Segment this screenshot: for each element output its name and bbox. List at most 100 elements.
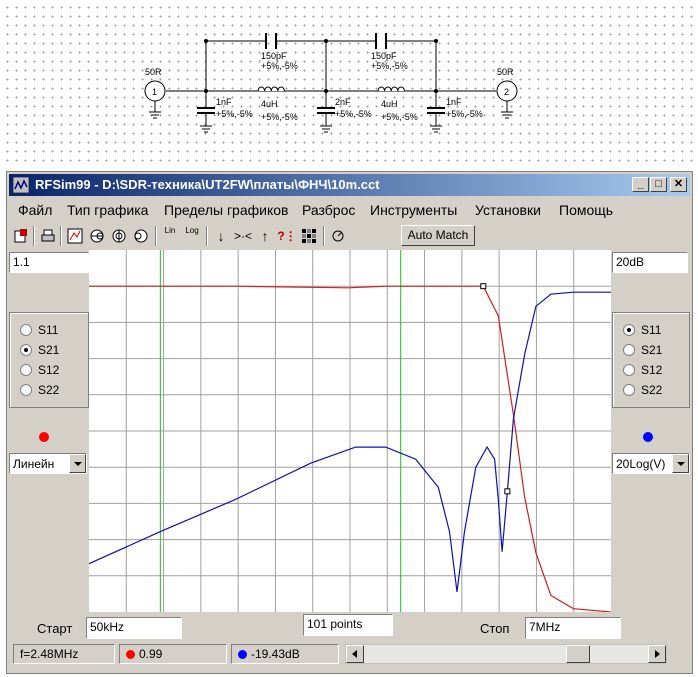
right-trace-color-dot bbox=[643, 432, 653, 442]
chevron-down-icon[interactable] bbox=[69, 454, 86, 473]
toolbar-separator bbox=[60, 226, 62, 246]
admittance-chart-icon[interactable] bbox=[131, 226, 151, 246]
menu-tools[interactable]: Инструменты bbox=[370, 202, 458, 218]
radio-icon bbox=[623, 384, 635, 396]
radio-icon bbox=[20, 384, 32, 396]
right-scale-mode-select[interactable]: 20Log(V) bbox=[612, 453, 690, 474]
radio-label: S12 bbox=[38, 363, 60, 377]
maximize-button[interactable]: □ bbox=[650, 177, 667, 192]
log-label: Log bbox=[185, 226, 199, 235]
zoom-in-icon[interactable]: >·< bbox=[233, 229, 252, 243]
c2-tol: +5%,-5% bbox=[335, 109, 372, 119]
c1-value: 1nF bbox=[216, 97, 232, 107]
right-readout-value: -19.43dB bbox=[251, 647, 300, 661]
toolbar-separator bbox=[155, 226, 157, 246]
frequency-markers bbox=[159, 250, 402, 612]
trace-marker-square bbox=[504, 488, 511, 495]
tuning-icon[interactable] bbox=[328, 226, 348, 246]
frequency-scrollbar[interactable] bbox=[345, 644, 667, 664]
cs2-value: 150pF bbox=[371, 51, 397, 61]
port2-label: 50R bbox=[497, 67, 514, 77]
left-radio-s22[interactable]: S22 bbox=[20, 383, 59, 401]
points-input[interactable]: 101 points bbox=[303, 614, 393, 636]
minimize-button[interactable]: _ bbox=[632, 177, 649, 192]
l1-value: 4uH bbox=[261, 99, 278, 109]
cs1-value: 150pF bbox=[261, 51, 287, 61]
response-chart[interactable] bbox=[89, 250, 611, 612]
left-scale-field[interactable]: 1.1 bbox=[9, 252, 89, 273]
scroll-right-arrow-icon[interactable] bbox=[648, 645, 666, 663]
menu-chart-limits[interactable]: Пределы графиков bbox=[164, 202, 289, 218]
stop-frequency-input[interactable]: 7MHz bbox=[525, 617, 621, 639]
arrow-up-icon[interactable]: ↑ bbox=[261, 228, 269, 244]
port2-number: 2 bbox=[504, 87, 509, 97]
radio-label: S12 bbox=[641, 363, 663, 377]
toolbar-separator bbox=[323, 226, 325, 246]
menu-help[interactable]: Помощь bbox=[559, 202, 614, 218]
schematic-canvas[interactable]: 50R 1 50R 2 150pF +5%,-5% 150pF +5%,-5% … bbox=[0, 0, 698, 168]
blue-dot-icon bbox=[238, 650, 247, 659]
close-button[interactable]: ✕ bbox=[670, 177, 687, 192]
chart-grid bbox=[89, 250, 611, 612]
rfsim-window: RFSim99 - D:\SDR-техника\UT2FW\платы\ФНЧ… bbox=[6, 171, 693, 674]
app-icon[interactable] bbox=[13, 177, 29, 193]
log-scale-button[interactable]: Log bbox=[182, 226, 202, 246]
left-radio-s11[interactable]: S11 bbox=[20, 323, 58, 341]
left-trace-color-dot bbox=[39, 432, 49, 442]
left-scale-mode-select[interactable]: Линейн bbox=[9, 453, 87, 474]
right-radio-s22[interactable]: S22 bbox=[623, 383, 662, 401]
chart-traces bbox=[89, 283, 611, 612]
c2-value: 2nF bbox=[335, 97, 351, 107]
left-scale-mode-value: Линейн bbox=[13, 457, 55, 471]
left-readout-value: 0.99 bbox=[139, 647, 163, 661]
smith-chart-icon[interactable] bbox=[87, 226, 107, 246]
help-context-icon[interactable]: ?⋮ bbox=[277, 229, 297, 243]
start-label: Старт bbox=[37, 621, 73, 636]
radio-label: S21 bbox=[641, 343, 663, 357]
arrow-down-icon[interactable]: ↓ bbox=[217, 228, 225, 244]
port1-number: 1 bbox=[152, 87, 157, 97]
cs1-tol: +5%,-5% bbox=[261, 61, 298, 71]
status-frequency: f=2.48MHz bbox=[13, 644, 115, 664]
toolbar: Lin Log ↓ >·< ↑ ?⋮ Auto Match bbox=[9, 223, 690, 249]
rect-chart-icon[interactable] bbox=[65, 226, 85, 246]
menu-chart-type[interactable]: Тип графика bbox=[67, 202, 149, 218]
open-icon[interactable] bbox=[11, 226, 31, 246]
status-left-readout: 0.99 bbox=[119, 644, 227, 664]
component-grid-icon[interactable] bbox=[299, 226, 319, 246]
right-radio-s11[interactable]: S11 bbox=[623, 323, 661, 341]
menu-settings[interactable]: Установки bbox=[475, 202, 541, 218]
linear-scale-button[interactable]: Lin bbox=[160, 226, 180, 246]
stop-label: Стоп bbox=[480, 621, 510, 636]
toolbar-separator bbox=[206, 226, 208, 246]
radio-label: S22 bbox=[38, 383, 60, 397]
left-radio-s21[interactable]: S21 bbox=[20, 343, 59, 361]
radio-icon bbox=[623, 344, 635, 356]
trace-marker-square bbox=[480, 283, 487, 290]
right-radio-s21[interactable]: S21 bbox=[623, 343, 662, 361]
start-frequency-input[interactable]: 50kHz bbox=[86, 617, 182, 639]
menu-file[interactable]: Файл bbox=[18, 202, 53, 218]
scroll-thumb[interactable] bbox=[566, 645, 590, 663]
radio-label: S22 bbox=[641, 383, 663, 397]
polar-chart-icon[interactable] bbox=[109, 226, 129, 246]
title-bar[interactable]: RFSim99 - D:\SDR-техника\UT2FW\платы\ФНЧ… bbox=[9, 174, 690, 196]
print-icon[interactable] bbox=[38, 226, 58, 246]
radio-label: S11 bbox=[641, 323, 662, 337]
lin-label: Lin bbox=[164, 226, 176, 235]
radio-icon bbox=[20, 364, 32, 376]
right-radio-s12[interactable]: S12 bbox=[623, 363, 662, 381]
port1-label: 50R bbox=[145, 67, 162, 77]
right-scale-field[interactable]: 20dB bbox=[612, 252, 688, 273]
left-radio-s12[interactable]: S12 bbox=[20, 363, 59, 381]
c1-tol: +5%,-5% bbox=[216, 109, 253, 119]
auto-match-button[interactable]: Auto Match bbox=[401, 225, 475, 246]
scroll-left-arrow-icon[interactable] bbox=[346, 645, 364, 663]
chevron-down-icon[interactable] bbox=[672, 454, 689, 473]
status-bar: f=2.48MHz 0.99 -19.43dB bbox=[9, 642, 690, 668]
c3-tol: +5%,-5% bbox=[446, 109, 483, 119]
trace-s21 bbox=[89, 285, 611, 612]
menu-spread[interactable]: Разброс bbox=[302, 202, 356, 218]
radio-label: S21 bbox=[38, 343, 60, 357]
window-title: RFSim99 - D:\SDR-техника\UT2FW\платы\ФНЧ… bbox=[35, 177, 380, 192]
